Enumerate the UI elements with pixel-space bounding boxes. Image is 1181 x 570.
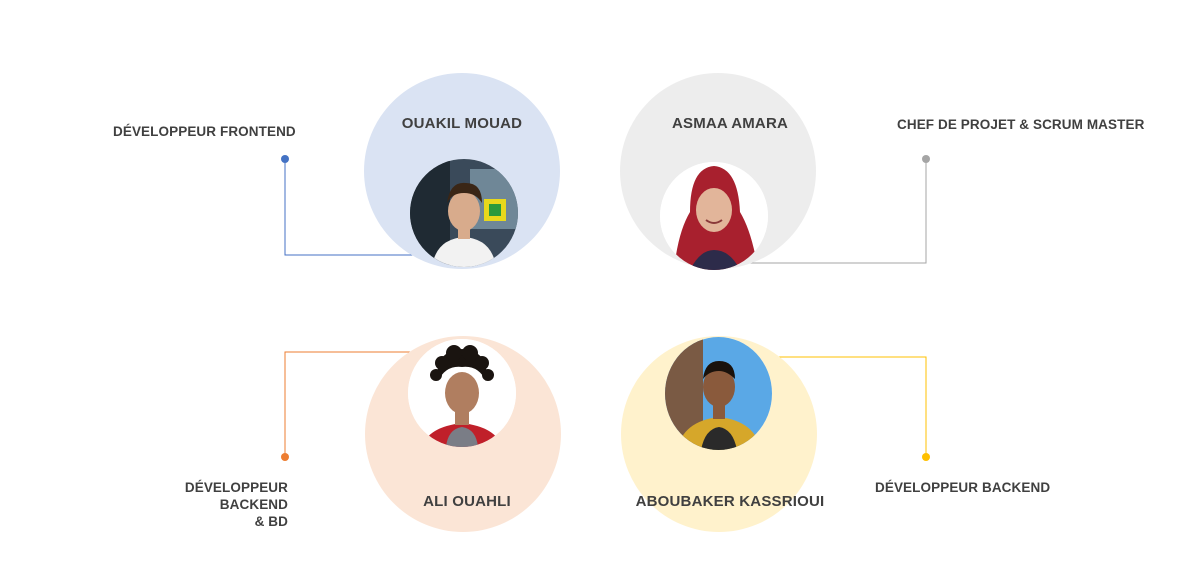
member-role-ali-line1: DÉVELOPPEUR BACKEND — [184, 480, 288, 512]
connector-dot-ouakil — [281, 155, 289, 163]
member-photo-ali — [408, 339, 516, 447]
member-photo-asmaa — [660, 162, 768, 270]
member-role-ouakil: DÉVELOPPEUR FRONTEND — [113, 124, 296, 139]
member-name-asmaa: ASMAA AMARA — [671, 115, 789, 132]
member-role-ali: DÉVELOPPEUR BACKEND & BD — [122, 479, 288, 530]
member-photo-ouakil — [410, 159, 518, 267]
member-role-ali-line2: & BD — [254, 514, 288, 529]
member-name-aboubaker: ABOUBAKER KASSRIOUI — [635, 493, 825, 510]
member-name-ouakil: OUAKIL MOUAD — [401, 115, 523, 132]
member-photo-aboubaker — [665, 337, 772, 450]
connector-dot-aboubaker — [922, 453, 930, 461]
member-name-ali: ALI OUAHLI — [423, 493, 511, 510]
member-role-aboubaker: DÉVELOPPEUR BACKEND — [875, 480, 1051, 495]
connector-dot-ali — [281, 453, 289, 461]
member-role-asmaa: CHEF DE PROJET & SCRUM MASTER — [897, 117, 1145, 132]
connector-dot-asmaa — [922, 155, 930, 163]
